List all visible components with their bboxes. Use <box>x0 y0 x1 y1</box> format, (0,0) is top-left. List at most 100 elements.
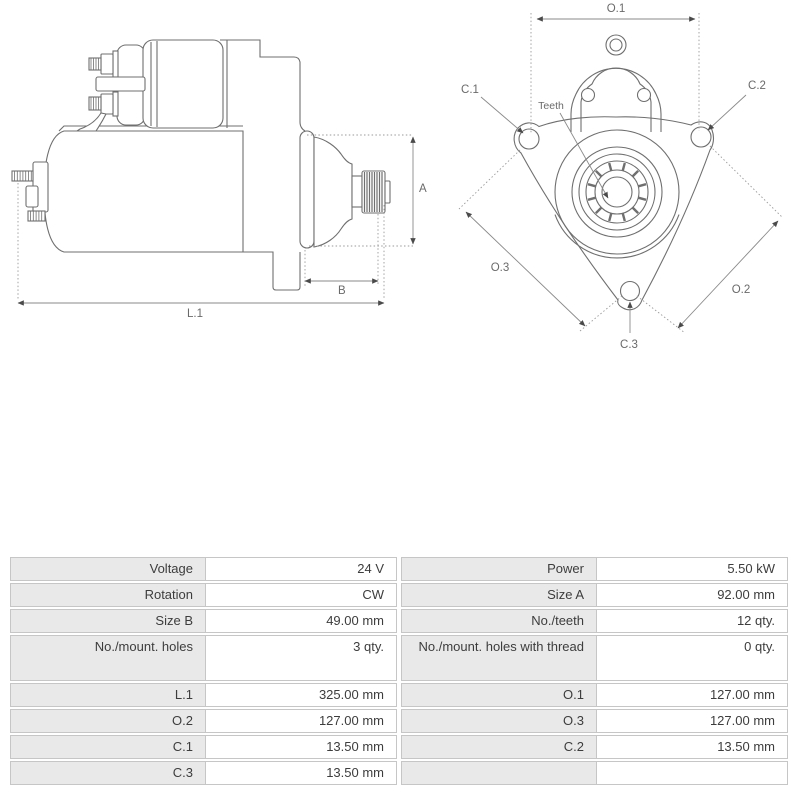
table-row: Size B 49.00 mm <box>10 609 397 633</box>
pinion-shaft <box>351 175 363 208</box>
terminal-bolt-bottom <box>88 96 102 111</box>
motor-body <box>43 130 244 253</box>
terminal-bolt-top-threads <box>90 58 99 70</box>
starter-motor-diagram: A B L.1 <box>11 3 784 351</box>
dim-label-o3: O.3 <box>491 262 510 274</box>
dim-line-o3 <box>465 211 586 327</box>
drive-cone <box>313 136 353 248</box>
rear-stud-lower-threads <box>30 211 43 221</box>
rear-nut <box>25 185 39 208</box>
spec-label: C.3 <box>11 762 206 784</box>
arch-top-hole-outer <box>605 34 627 56</box>
spec-label: O.2 <box>11 710 206 732</box>
spec-label: Size A <box>402 584 597 606</box>
solenoid-seams <box>150 41 158 127</box>
gear-teeth <box>587 162 647 222</box>
spec-value: 0 qty. <box>597 636 787 680</box>
terminal-tab <box>95 76 146 92</box>
table-row: Rotation CW <box>10 583 397 607</box>
spec-label: Rotation <box>11 584 206 606</box>
spec-label: L.1 <box>11 684 206 706</box>
spec-value: 13.50 mm <box>206 736 396 758</box>
gear-root-circle <box>594 169 640 215</box>
spec-label: Power <box>402 558 597 580</box>
shaft-bore <box>601 176 633 208</box>
table-row: O.1 127.00 mm <box>401 683 788 707</box>
dim-label-l1: L.1 <box>187 308 203 320</box>
spec-label: O.3 <box>402 710 597 732</box>
spec-table: Voltage 24 V Rotation CW Size B 49.00 mm… <box>10 557 788 787</box>
leader-c2 <box>707 94 747 131</box>
dim-label-a: A <box>419 183 427 195</box>
solenoid-body <box>142 39 224 129</box>
spec-value: 127.00 mm <box>597 710 787 732</box>
dim-label-o2: O.2 <box>732 284 751 296</box>
mounting-foot <box>243 251 301 291</box>
spec-label: Voltage <box>11 558 206 580</box>
mount-hole-top-left <box>518 128 540 150</box>
pinion-end-cap <box>384 180 391 204</box>
spec-value: 12 qty. <box>597 610 787 632</box>
bearing-ring-inner <box>578 153 656 231</box>
terminal-nut-bottom <box>100 93 114 115</box>
table-row: C.2 13.50 mm <box>401 735 788 759</box>
spec-value: 13.50 mm <box>597 736 787 758</box>
terminal-nut-top <box>100 53 114 75</box>
mount-hole-top-right <box>690 126 712 148</box>
side-view-dimensions <box>17 134 413 300</box>
spec-label: C.1 <box>11 736 206 758</box>
dim-line-o2 <box>677 220 779 329</box>
spec-value: 325.00 mm <box>206 684 396 706</box>
table-row: No./mount. holes with thread 0 qty. <box>401 635 788 681</box>
arch-right-hole <box>636 87 652 103</box>
table-row: C.1 13.50 mm <box>10 735 397 759</box>
spec-label: No./mount. holes <box>11 636 206 680</box>
terminal-washer-top <box>112 50 119 78</box>
drive-housing <box>220 39 306 132</box>
spec-value <box>597 762 787 784</box>
leader-teeth <box>559 112 609 199</box>
terminal-bolt-top <box>88 57 102 71</box>
terminal-strap <box>75 112 107 132</box>
dim-label-b: B <box>338 285 346 297</box>
dim-label-o1: O.1 <box>607 3 626 15</box>
spec-table-left: Voltage 24 V Rotation CW Size B 49.00 mm… <box>10 557 397 787</box>
spec-value: 13.50 mm <box>206 762 396 784</box>
table-row: No./mount. holes 3 qty. <box>10 635 397 681</box>
spec-value: 49.00 mm <box>206 610 396 632</box>
spec-value: 24 V <box>206 558 396 580</box>
bearing-ring-outer <box>571 146 663 238</box>
dim-label-c3: C.3 <box>620 339 638 351</box>
table-row: O.2 127.00 mm <box>10 709 397 733</box>
spec-label: No./mount. holes with thread <box>402 636 597 680</box>
leader-c1 <box>480 96 524 134</box>
front-view-dim-lines <box>465 16 779 333</box>
spec-value: CW <box>206 584 396 606</box>
terminal-bolt-bottom-threads <box>90 97 99 110</box>
terminal-washer-bottom <box>112 91 119 117</box>
mounting-flange-edge <box>299 130 315 249</box>
dim-label-teeth: Teeth <box>538 100 564 112</box>
spec-label: C.2 <box>402 736 597 758</box>
spec-label: Size B <box>11 610 206 632</box>
spec-value: 127.00 mm <box>206 710 396 732</box>
table-row <box>401 761 788 785</box>
table-row: Size A 92.00 mm <box>401 583 788 607</box>
dim-label-c2: C.2 <box>748 80 766 92</box>
front-view-dotted <box>458 13 784 334</box>
table-row: No./teeth 12 qty. <box>401 609 788 633</box>
spec-value: 127.00 mm <box>597 684 787 706</box>
spec-value: 3 qty. <box>206 636 396 680</box>
spec-value: 92.00 mm <box>597 584 787 606</box>
technical-drawing: A B L.1 <box>11 3 784 351</box>
table-row: Voltage 24 V <box>10 557 397 581</box>
table-row: Power 5.50 kW <box>401 557 788 581</box>
spec-label: No./teeth <box>402 610 597 632</box>
spec-label: O.1 <box>402 684 597 706</box>
rear-stud-threads <box>14 171 32 181</box>
pinion-teeth <box>363 172 383 212</box>
dim-label-c1: C.1 <box>461 84 479 96</box>
mount-hole-bottom <box>619 280 641 302</box>
table-row: O.3 127.00 mm <box>401 709 788 733</box>
spec-label <box>402 762 597 784</box>
